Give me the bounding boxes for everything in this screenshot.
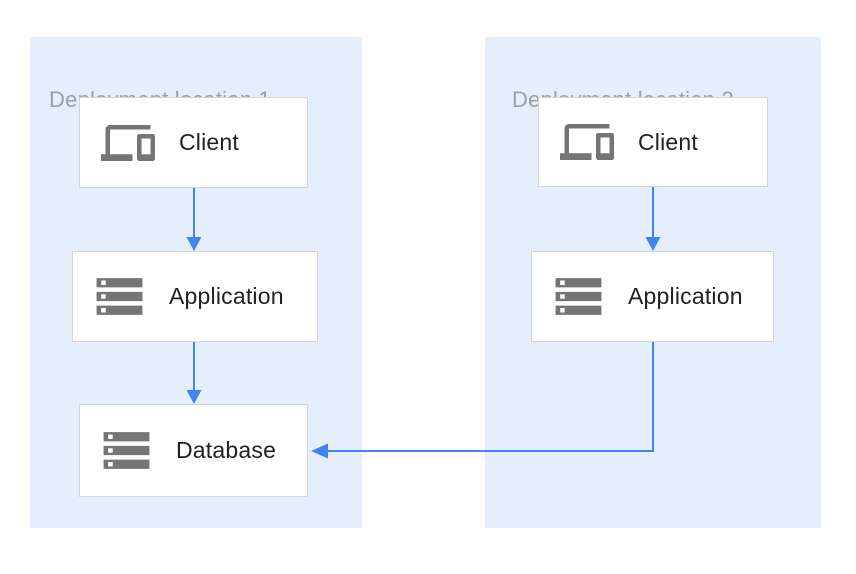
node-database-1: Database xyxy=(79,404,308,497)
devices-icon xyxy=(99,116,157,170)
storage-icon xyxy=(92,269,147,324)
node-client-2: Client xyxy=(538,97,768,187)
node-label: Application xyxy=(628,283,743,309)
node-label: Database xyxy=(176,437,277,463)
node-label: Application xyxy=(169,283,284,309)
node-client-1: Client xyxy=(79,97,308,188)
node-application-1: Application xyxy=(72,251,318,342)
storage-icon xyxy=(551,269,606,324)
node-label: Client xyxy=(179,129,240,155)
storage-icon xyxy=(99,423,154,478)
node-application-2: Application xyxy=(531,251,774,342)
node-label: Client xyxy=(638,128,699,155)
devices-icon xyxy=(558,115,616,169)
